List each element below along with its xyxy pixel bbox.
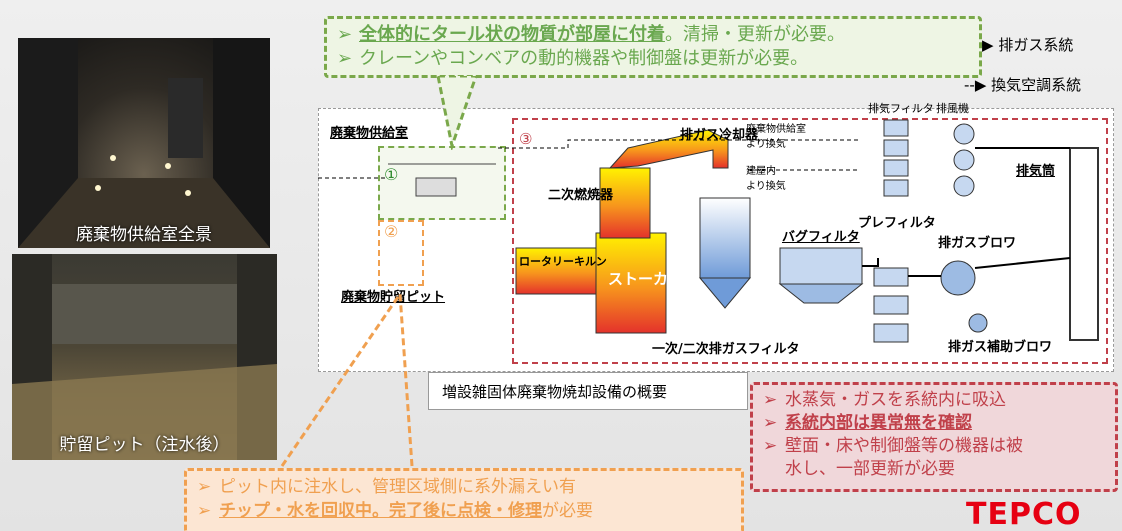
callout-orange: ➢ ピット内に注水し、管理区域側に系外漏えい有 ➢ チップ・水を回収中。完了後に点検…: [184, 468, 744, 531]
label-vent-fan: 排風機: [936, 102, 969, 115]
label-stoker: ストーカ: [608, 270, 669, 288]
callout-red-text-1: 水蒸気・ガスを系統内に吸込: [785, 390, 1006, 410]
photo-pit: 貯留ピット（注水後）: [12, 254, 277, 460]
callout-red-text-3: 壁面・床や制御盤等の機器は被: [785, 436, 1023, 456]
callout-green-line-2: ➢ クレーンやコンベアの動的機器や制御盤は更新が必要。: [337, 47, 969, 71]
callout-green: ➢ 全体的にタール状の物質が部屋に付着。清掃・更新が必要。 ➢ クレーンやコンベアの…: [324, 16, 982, 78]
callout-red-text-4: 水し、一部更新が必要: [785, 459, 955, 479]
number-3: ③: [519, 130, 533, 148]
legend-exhaust-label: 排ガス系統: [998, 36, 1074, 54]
label-supply-room: 廃棄物供給室: [330, 126, 409, 141]
legend: ━━▶ 排ガス系統 --▶ 換気空調系統: [964, 30, 1122, 94]
label-pre-filter: プレフィルタ: [858, 216, 936, 231]
bullet-icon: ➢: [763, 390, 778, 410]
callout-orange-emph-2: チップ・水を回収中。完了後に点検・修理: [219, 501, 542, 521]
region-2: [378, 220, 424, 286]
photo-supply-room: 廃棄物供給室全景: [18, 38, 270, 248]
tepco-logo: TEPCO: [966, 497, 1082, 531]
number-1: ①: [384, 165, 399, 184]
callout-green-line-1: ➢ 全体的にタール状の物質が部屋に付着。清掃・更新が必要。: [337, 23, 969, 47]
callout-red-emph-2: 系統内部は異常無を確認: [785, 413, 972, 433]
label-aux-blower: 排ガス補助ブロワ: [948, 340, 1053, 355]
label-bag-filter: バグフィルタ: [782, 230, 860, 245]
label-vent-filter: 排気フィルタ: [868, 102, 934, 115]
callout-orange-text-2: が必要: [542, 501, 593, 521]
diagram-title-box: [428, 372, 748, 410]
hall-illustration: [18, 38, 270, 248]
bullet-icon: ➢: [337, 24, 353, 45]
photo-caption-hall: 廃棄物供給室全景: [76, 225, 212, 245]
label-from-building: 建屋内 より換気: [746, 166, 786, 192]
label-exhaust-blower: 排ガスブロワ: [938, 236, 1017, 251]
label-rotary-kiln: ロータリーキルン: [519, 255, 607, 268]
callout-green-rest-1: 。清掃・更新が必要。: [665, 24, 845, 45]
callout-green-rest-2: クレーンやコンベアの動的機器や制御盤は更新が必要。: [359, 48, 809, 69]
bullet-icon: ➢: [337, 48, 353, 69]
region-3: [512, 118, 1108, 364]
callout-red-line-3: ➢ 壁面・床や制御盤等の機器は被: [763, 435, 1105, 458]
number-2: ②: [384, 222, 399, 241]
diagram-title: 増設雑固体廃棄物焼却設備の概要: [442, 383, 668, 401]
bullet-icon: ➢: [763, 413, 778, 433]
callout-red-line-4: 水し、一部更新が必要: [763, 458, 1105, 481]
bullet-icon: ➢: [763, 436, 778, 456]
callout-green-emph-1: 全体的にタール状の物質が部屋に付着: [359, 24, 665, 45]
vent-line-icon: --▶: [964, 76, 987, 94]
callout-orange-line-2: ➢ チップ・水を回収中。完了後に点検・修理が必要: [197, 499, 731, 523]
legend-ventilation-label: 換気空調系統: [991, 76, 1082, 94]
label-pit: 廃棄物貯留ピット: [341, 290, 446, 305]
callout-red: ➢ 水蒸気・ガスを系統内に吸込 ➢ 系統内部は異常無を確認 ➢ 壁面・床や制御盤等の機…: [750, 382, 1118, 492]
photo-caption-pit: 貯留ピット（注水後）: [59, 435, 230, 455]
process-diagram: [318, 119, 1099, 343]
bullet-icon: ➢: [197, 477, 212, 497]
callout-red-line-2: ➢ 系統内部は異常無を確認: [763, 412, 1105, 435]
label-exhaust-cooler: 排ガス冷却器: [680, 128, 759, 143]
callout-orange-text-1: ピット内に注水し、管理区域側に系外漏えい有: [219, 477, 576, 497]
label-primary-secondary-filter: 一次/二次排ガスフィルタ: [652, 342, 800, 357]
label-stack: 排気筒: [1016, 164, 1056, 179]
callout-red-line-1: ➢ 水蒸気・ガスを系統内に吸込: [763, 389, 1105, 412]
callout-orange-line-1: ➢ ピット内に注水し、管理区域側に系外漏えい有: [197, 475, 731, 499]
legend-ventilation: --▶ 換気空調系統: [964, 74, 1081, 95]
label-secondary-combustor: 二次燃焼器: [548, 188, 614, 203]
pit-illustration: [12, 254, 277, 460]
callout-green-pointer: [436, 76, 478, 150]
bullet-icon: ➢: [197, 501, 212, 521]
callout-orange-pointer: [280, 290, 414, 467]
label-from-supply-room: 廃棄物供給室 より換気: [746, 124, 806, 150]
